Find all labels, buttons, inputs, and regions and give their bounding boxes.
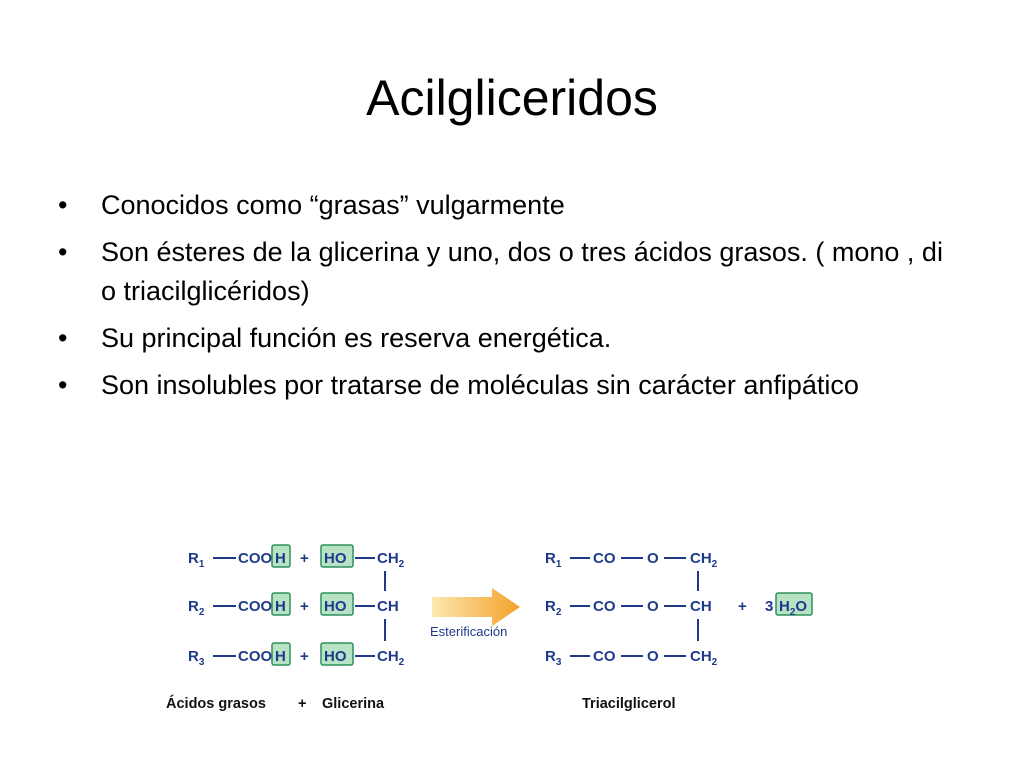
esterification-arrow: Esterificación bbox=[430, 588, 520, 639]
right-arrow-icon bbox=[432, 588, 520, 626]
bullet-text: Su principal función es reserva energéti… bbox=[101, 323, 612, 353]
svg-text:CH2: CH2 bbox=[377, 550, 405, 570]
acid-row-2: R2 COO H + HO CH bbox=[188, 592, 399, 618]
svg-text:+: + bbox=[300, 550, 309, 567]
water-h-highlight bbox=[271, 592, 291, 616]
water-oh-highlight bbox=[320, 592, 354, 616]
products-group: R1 CO O CH2 R2 CO O CH + 3 H2 bbox=[545, 550, 813, 712]
water-highlight bbox=[775, 592, 813, 616]
svg-text:CH: CH bbox=[377, 598, 399, 615]
svg-text:R3: R3 bbox=[545, 648, 562, 668]
reactants-group: R1 COO H + HO CH2 R2 COO H + bbox=[166, 544, 405, 712]
svg-text:O: O bbox=[647, 648, 659, 665]
acid-row-3: R3 COO H + HO CH2 bbox=[188, 642, 405, 668]
bullet-item: • Su principal función es reserva energét… bbox=[58, 319, 958, 358]
bullet-dot-icon: • bbox=[58, 190, 68, 220]
svg-text:H: H bbox=[275, 648, 286, 665]
water-h-highlight bbox=[271, 642, 291, 666]
svg-text:COO: COO bbox=[238, 648, 273, 665]
svg-text:COO: COO bbox=[238, 598, 273, 615]
bullet-text: Son insolubles por tratarse de moléculas… bbox=[101, 370, 859, 400]
svg-text:HO: HO bbox=[324, 598, 347, 615]
svg-text:CO: CO bbox=[593, 598, 616, 615]
bullet-list: • Conocidos como “grasas” vulgarmente • So… bbox=[58, 186, 958, 413]
svg-text:O: O bbox=[647, 598, 659, 615]
ester-row-2: R2 CO O CH + 3 H2O bbox=[545, 592, 813, 618]
caption-plus: + bbox=[298, 696, 306, 712]
bullet-dot-icon: • bbox=[58, 323, 68, 353]
bullet-dot-icon: • bbox=[58, 370, 68, 400]
water-formula: H2O bbox=[779, 598, 807, 618]
svg-text:O: O bbox=[647, 550, 659, 567]
svg-text:HO: HO bbox=[324, 648, 347, 665]
slide-title: Acilgliceridos bbox=[366, 70, 658, 126]
svg-text:H: H bbox=[275, 598, 286, 615]
svg-text:CH: CH bbox=[690, 598, 712, 615]
svg-text:CH2: CH2 bbox=[690, 550, 718, 570]
svg-text:+: + bbox=[300, 598, 309, 615]
svg-text:R1: R1 bbox=[545, 550, 562, 570]
bullet-text: Conocidos como “grasas” vulgarmente bbox=[101, 190, 565, 220]
water-oh-highlight bbox=[320, 642, 354, 666]
water-oh-highlight bbox=[320, 544, 354, 568]
svg-text:CO: CO bbox=[593, 550, 616, 567]
caption-fatty-acids: Ácidos grasos bbox=[166, 695, 266, 712]
bullet-item: • Son insolubles por tratarse de molécula… bbox=[58, 366, 958, 405]
svg-text:COO: COO bbox=[238, 550, 273, 567]
ester-row-3: R3 CO O CH2 bbox=[545, 648, 718, 668]
bullet-item: • Son ésteres de la glicerina y uno, dos … bbox=[58, 233, 958, 311]
svg-text:+: + bbox=[738, 598, 747, 615]
svg-text:CH2: CH2 bbox=[690, 648, 718, 668]
acid-row-1: R1 COO H + HO CH2 bbox=[188, 544, 405, 570]
water-h-highlight bbox=[271, 544, 291, 568]
svg-text:+: + bbox=[300, 648, 309, 665]
svg-text:CO: CO bbox=[593, 648, 616, 665]
svg-text:R2: R2 bbox=[545, 598, 562, 618]
arrow-label: Esterificación bbox=[430, 624, 507, 639]
svg-text:R3: R3 bbox=[188, 648, 205, 668]
ester-row-1: R1 CO O CH2 bbox=[545, 550, 718, 570]
caption-glycerol: Glicerina bbox=[322, 696, 385, 712]
svg-text:H: H bbox=[275, 550, 286, 567]
svg-text:R2: R2 bbox=[188, 598, 205, 618]
bullet-item: • Conocidos como “grasas” vulgarmente bbox=[58, 186, 958, 225]
bullet-dot-icon: • bbox=[58, 237, 68, 267]
svg-text:HO: HO bbox=[324, 550, 347, 567]
caption-triacylglycerol: Triacilglicerol bbox=[582, 696, 676, 712]
svg-text:R1: R1 bbox=[188, 550, 205, 570]
svg-text:3: 3 bbox=[765, 598, 773, 615]
svg-text:CH2: CH2 bbox=[377, 648, 405, 668]
bullet-text: Son ésteres de la glicerina y uno, dos o… bbox=[101, 237, 943, 306]
